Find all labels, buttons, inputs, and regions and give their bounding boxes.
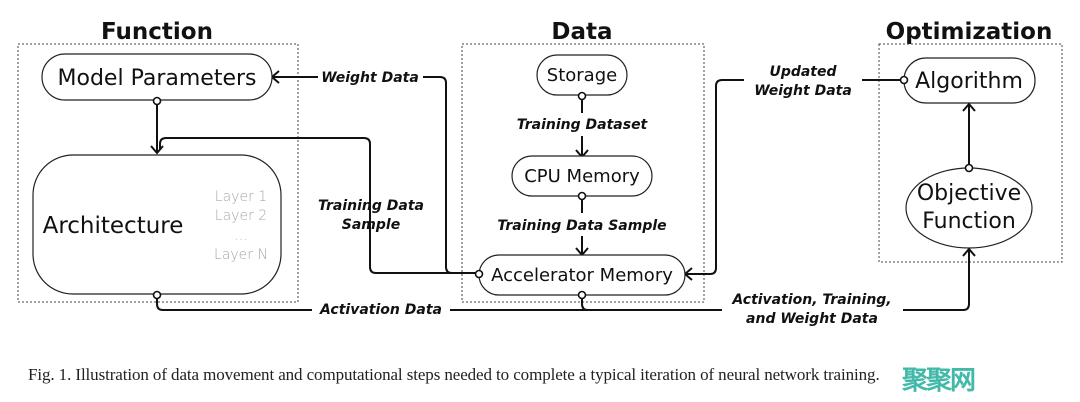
node-architecture-label: Architecture [43,213,184,239]
layer-2-label: Layer 2 [215,208,267,224]
node-objective-function[interactable] [905,167,1033,249]
edge-label-training-data-sample-2: Sample [342,217,400,233]
node-objective-function-label-1: Objective [917,181,1021,206]
edge-to-objective [903,249,970,311]
arrowhead-algorithm [962,102,976,112]
edge-label-updated-2: Weight Data [754,83,852,99]
port-algorithm-left [899,75,909,85]
port-accel-left [474,269,484,279]
node-cpu-memory-label: CPU Memory [524,166,640,187]
port-cpu-bottom [577,191,587,201]
node-objective-function-label-2: Function [922,209,1016,234]
layer-1-label: Layer 1 [215,189,267,205]
port-storage-bottom [577,91,587,101]
edge-training-data-sample [159,137,478,274]
port-model-parameters-bottom [152,96,162,106]
watermark: 聚聚网 [902,366,976,396]
edge-label-activation-data: Activation Data [319,302,442,318]
port-accel-bottom [577,290,587,300]
diagram: Function Data Optimization Model Paramet… [17,19,1063,327]
edge-label-training-data-sample-1: Training Data [318,198,424,214]
node-accelerator-memory-label: Accelerator Memory [491,265,673,286]
figure-caption: Fig. 1. Illustration of data movement an… [28,365,880,384]
edge-weight-data-right [423,76,478,274]
edge-label-updated-1: Updated [769,64,837,80]
group-box-optimization [878,43,1063,263]
port-architecture-bottom [152,290,162,300]
layer-ellipsis-label: ... [234,228,247,244]
edge-updated-weight-left [685,79,744,275]
edge-label-training-dataset: Training Dataset [517,117,649,133]
edge-label-activation-training-2: and Weight Data [746,311,878,327]
node-storage-label: Storage [547,65,617,86]
group-title-data: Data [551,19,612,45]
node-algorithm-label: Algorithm [915,69,1023,94]
edge-activation-data-left [156,296,312,311]
layer-n-label: Layer N [214,247,268,263]
group-title-function: Function [101,19,213,45]
edge-label-weight-data: Weight Data [321,70,419,86]
edge-label-training-data-sample-mid: Training Data Sample [497,218,666,234]
node-model-parameters-label: Model Parameters [58,66,257,91]
edge-accel-down [581,294,589,311]
arrowhead-objective [962,247,976,257]
group-title-optimization: Optimization [886,19,1053,45]
edge-label-activation-training-1: Activation, Training, [731,292,891,308]
port-objective-top [964,163,974,173]
